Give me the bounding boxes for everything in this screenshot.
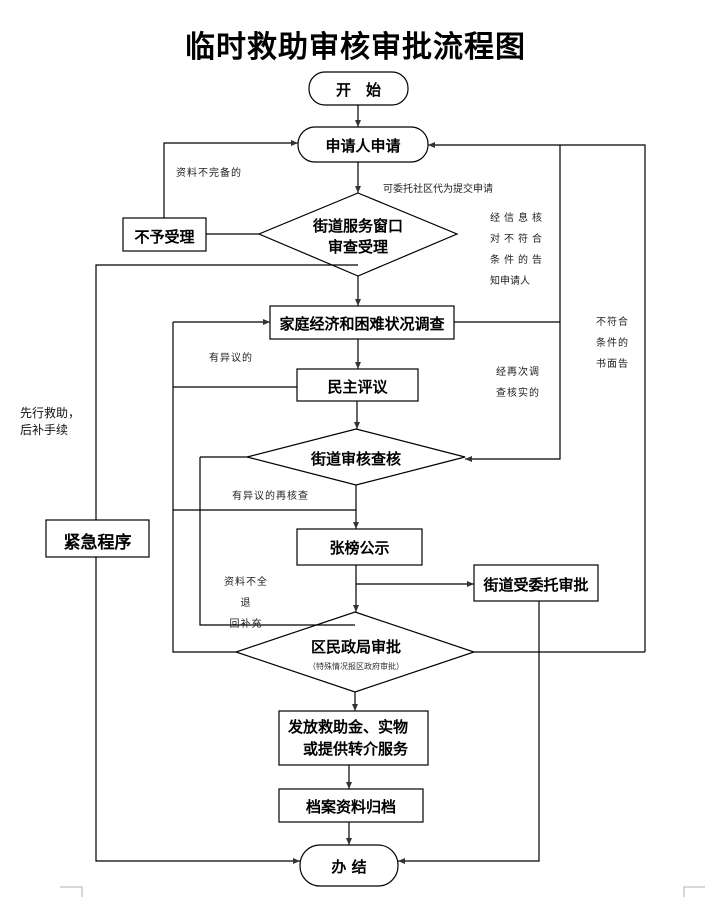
- emergency-label: 紧急程序: [63, 533, 132, 553]
- label-line: 条件的告: [490, 255, 546, 266]
- label-line: 回补充: [229, 619, 263, 630]
- label-community-submit: 可委托社区代为提交申请: [383, 184, 493, 195]
- label-line: 知申请人: [490, 276, 530, 287]
- disburse-line2: 或提供转介服务: [303, 740, 409, 758]
- archive-box: [278, 788, 424, 823]
- district-approval-note: （特殊情况报区政府审批）: [308, 662, 404, 671]
- investigation-label: 家庭经济和困难状况调查: [279, 315, 445, 333]
- label-line: 不符合: [596, 317, 629, 328]
- window-review-line2: 审查受理: [327, 238, 388, 256]
- label-line: 后补手续: [20, 423, 69, 437]
- disburse-label: 发放救助金、实物 或提供转介服务: [279, 716, 428, 760]
- label-objection: 有异议的: [209, 353, 253, 364]
- street-audit-label: 街道审核查核: [310, 450, 401, 468]
- label-line: 书面告: [596, 359, 629, 370]
- street-delegated-label: 街道受委托审批: [483, 576, 589, 594]
- label-reinvestigate: 经再次调 查核实的: [496, 362, 540, 404]
- label-line: 经信息核: [490, 213, 546, 224]
- apply-label: 申请人申请: [325, 137, 401, 155]
- label-line: 查核实的: [496, 388, 540, 399]
- label-line: 先行救助，: [20, 406, 81, 420]
- label-line: 经再次调: [496, 367, 540, 378]
- democratic-review-label: 民主评议: [327, 378, 388, 396]
- label-line: 资料不全退: [224, 577, 268, 609]
- window-review-label: 街道服务窗口 审查受理: [278, 216, 438, 258]
- reject-label: 不予受理: [134, 228, 195, 246]
- label-line: 对不符合: [490, 234, 546, 245]
- archive-label: 档案资料归档: [305, 798, 396, 816]
- label-notify-unqualified: 经信息核 对不符合 条件的告 知申请人: [490, 208, 546, 292]
- disburse-line1: 发放救助金、实物: [288, 718, 409, 736]
- window-review-line1: 街道服务窗口: [312, 217, 403, 235]
- label-written-notice: 不符合 条件的 书面告: [596, 312, 629, 375]
- disburse-box: [278, 710, 429, 766]
- page-title: 临时救助审核审批流程图: [185, 30, 526, 65]
- publicity-box: [296, 528, 423, 566]
- emergency-box: [45, 519, 150, 558]
- street-delegated-box: [473, 564, 599, 602]
- label-incomplete: 资料不完备的: [176, 168, 242, 179]
- label-emergency-note: 先行救助， 后补手续: [20, 405, 80, 439]
- label-incomplete-return: 资料不全退 回补充: [219, 572, 273, 635]
- publicity-label: 张榜公示: [329, 539, 390, 557]
- start-label: 开 始: [335, 81, 381, 99]
- label-objection-recheck: 有异议的再核查: [232, 491, 309, 502]
- district-approval-label: 区民政局审批: [310, 638, 401, 656]
- end-label: 办 结: [331, 858, 367, 876]
- label-line: 条件的: [596, 338, 629, 349]
